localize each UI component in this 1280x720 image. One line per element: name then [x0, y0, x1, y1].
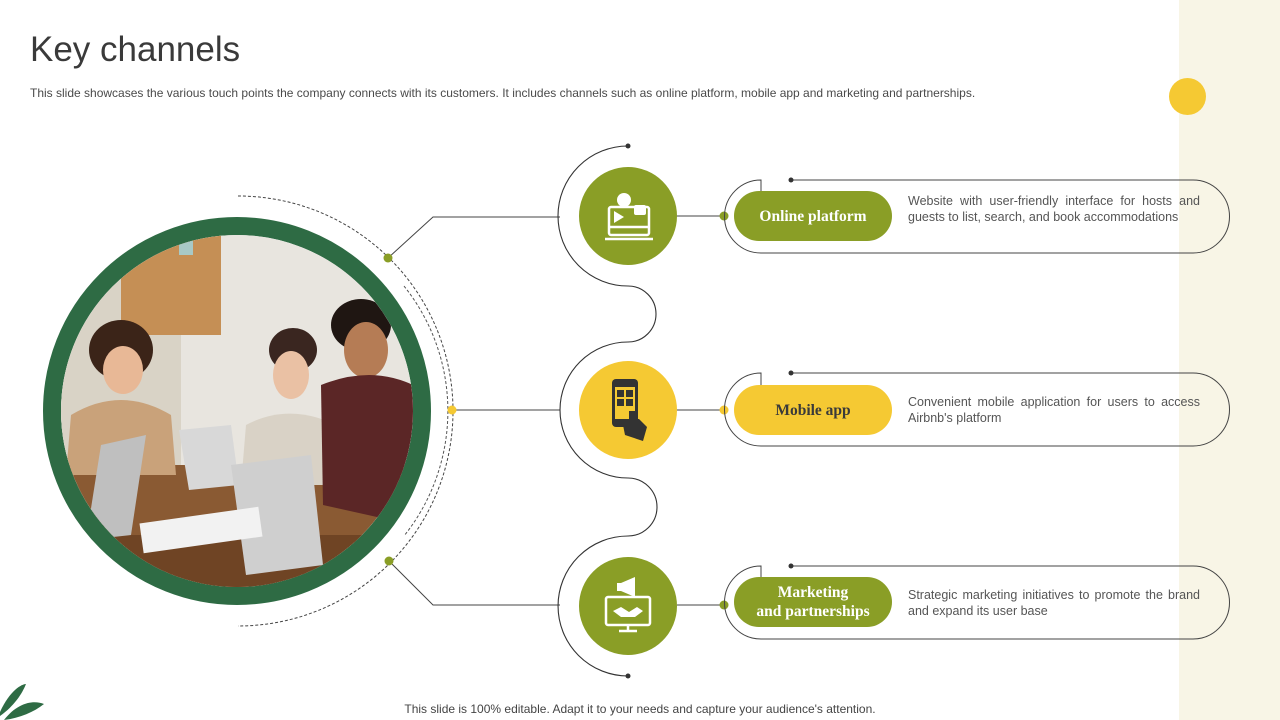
pill-label: Online platform — [759, 207, 867, 225]
pill-mobile-app: Mobile app — [734, 385, 892, 435]
frame-outline-2 — [724, 372, 1230, 447]
pill-dot-1 — [719, 211, 729, 221]
accent-dot — [1169, 78, 1206, 115]
pill-dot-3 — [719, 600, 729, 610]
marketing-partnerships-icon — [579, 557, 677, 655]
online-platform-icon — [579, 167, 677, 265]
description-online-platform: Website with user-friendly interface for… — [908, 194, 1200, 224]
pill-label: Marketing and partnerships — [756, 583, 869, 621]
mobile-app-icon — [579, 361, 677, 459]
leaf-logo — [0, 684, 44, 720]
connector-line-bottom — [388, 560, 560, 606]
connector-dot-middle — [447, 405, 457, 415]
page-title: Key channels — [30, 30, 241, 69]
connector-dot-bottom — [384, 556, 394, 566]
wavy-spine — [557, 145, 658, 677]
pill-online-platform: Online platform — [734, 191, 892, 241]
pill-marketing-partnerships: Marketing and partnerships — [734, 577, 892, 627]
connector-dot-top — [383, 253, 393, 263]
frame-outline-3 — [724, 565, 1230, 640]
spine-end-bottom — [625, 673, 631, 679]
description-mobile-app: Convenient mobile application for users … — [908, 395, 1200, 425]
photo-ring — [43, 217, 431, 605]
inner-dashed-arc — [403, 285, 449, 537]
frame-outline-1 — [724, 179, 1230, 254]
pill-label-line1: Marketing — [777, 584, 849, 601]
pill-label: Mobile app — [775, 401, 851, 419]
description-marketing-partnerships: Strategic marketing initiatives to promo… — [908, 588, 1200, 618]
team-meeting-photo — [61, 235, 413, 587]
frame-dot-2a — [788, 370, 794, 376]
footer-note: This slide is 100% editable. Adapt it to… — [404, 702, 876, 716]
frame-dot-1a — [788, 177, 794, 183]
page-subtitle: This slide showcases the various touch p… — [30, 86, 976, 100]
pill-dot-2 — [719, 405, 729, 415]
connector-line-top — [387, 216, 560, 259]
frame-dot-3a — [788, 563, 794, 569]
pill-label-line2: and partnerships — [756, 603, 870, 620]
spine-end-top — [625, 143, 631, 149]
